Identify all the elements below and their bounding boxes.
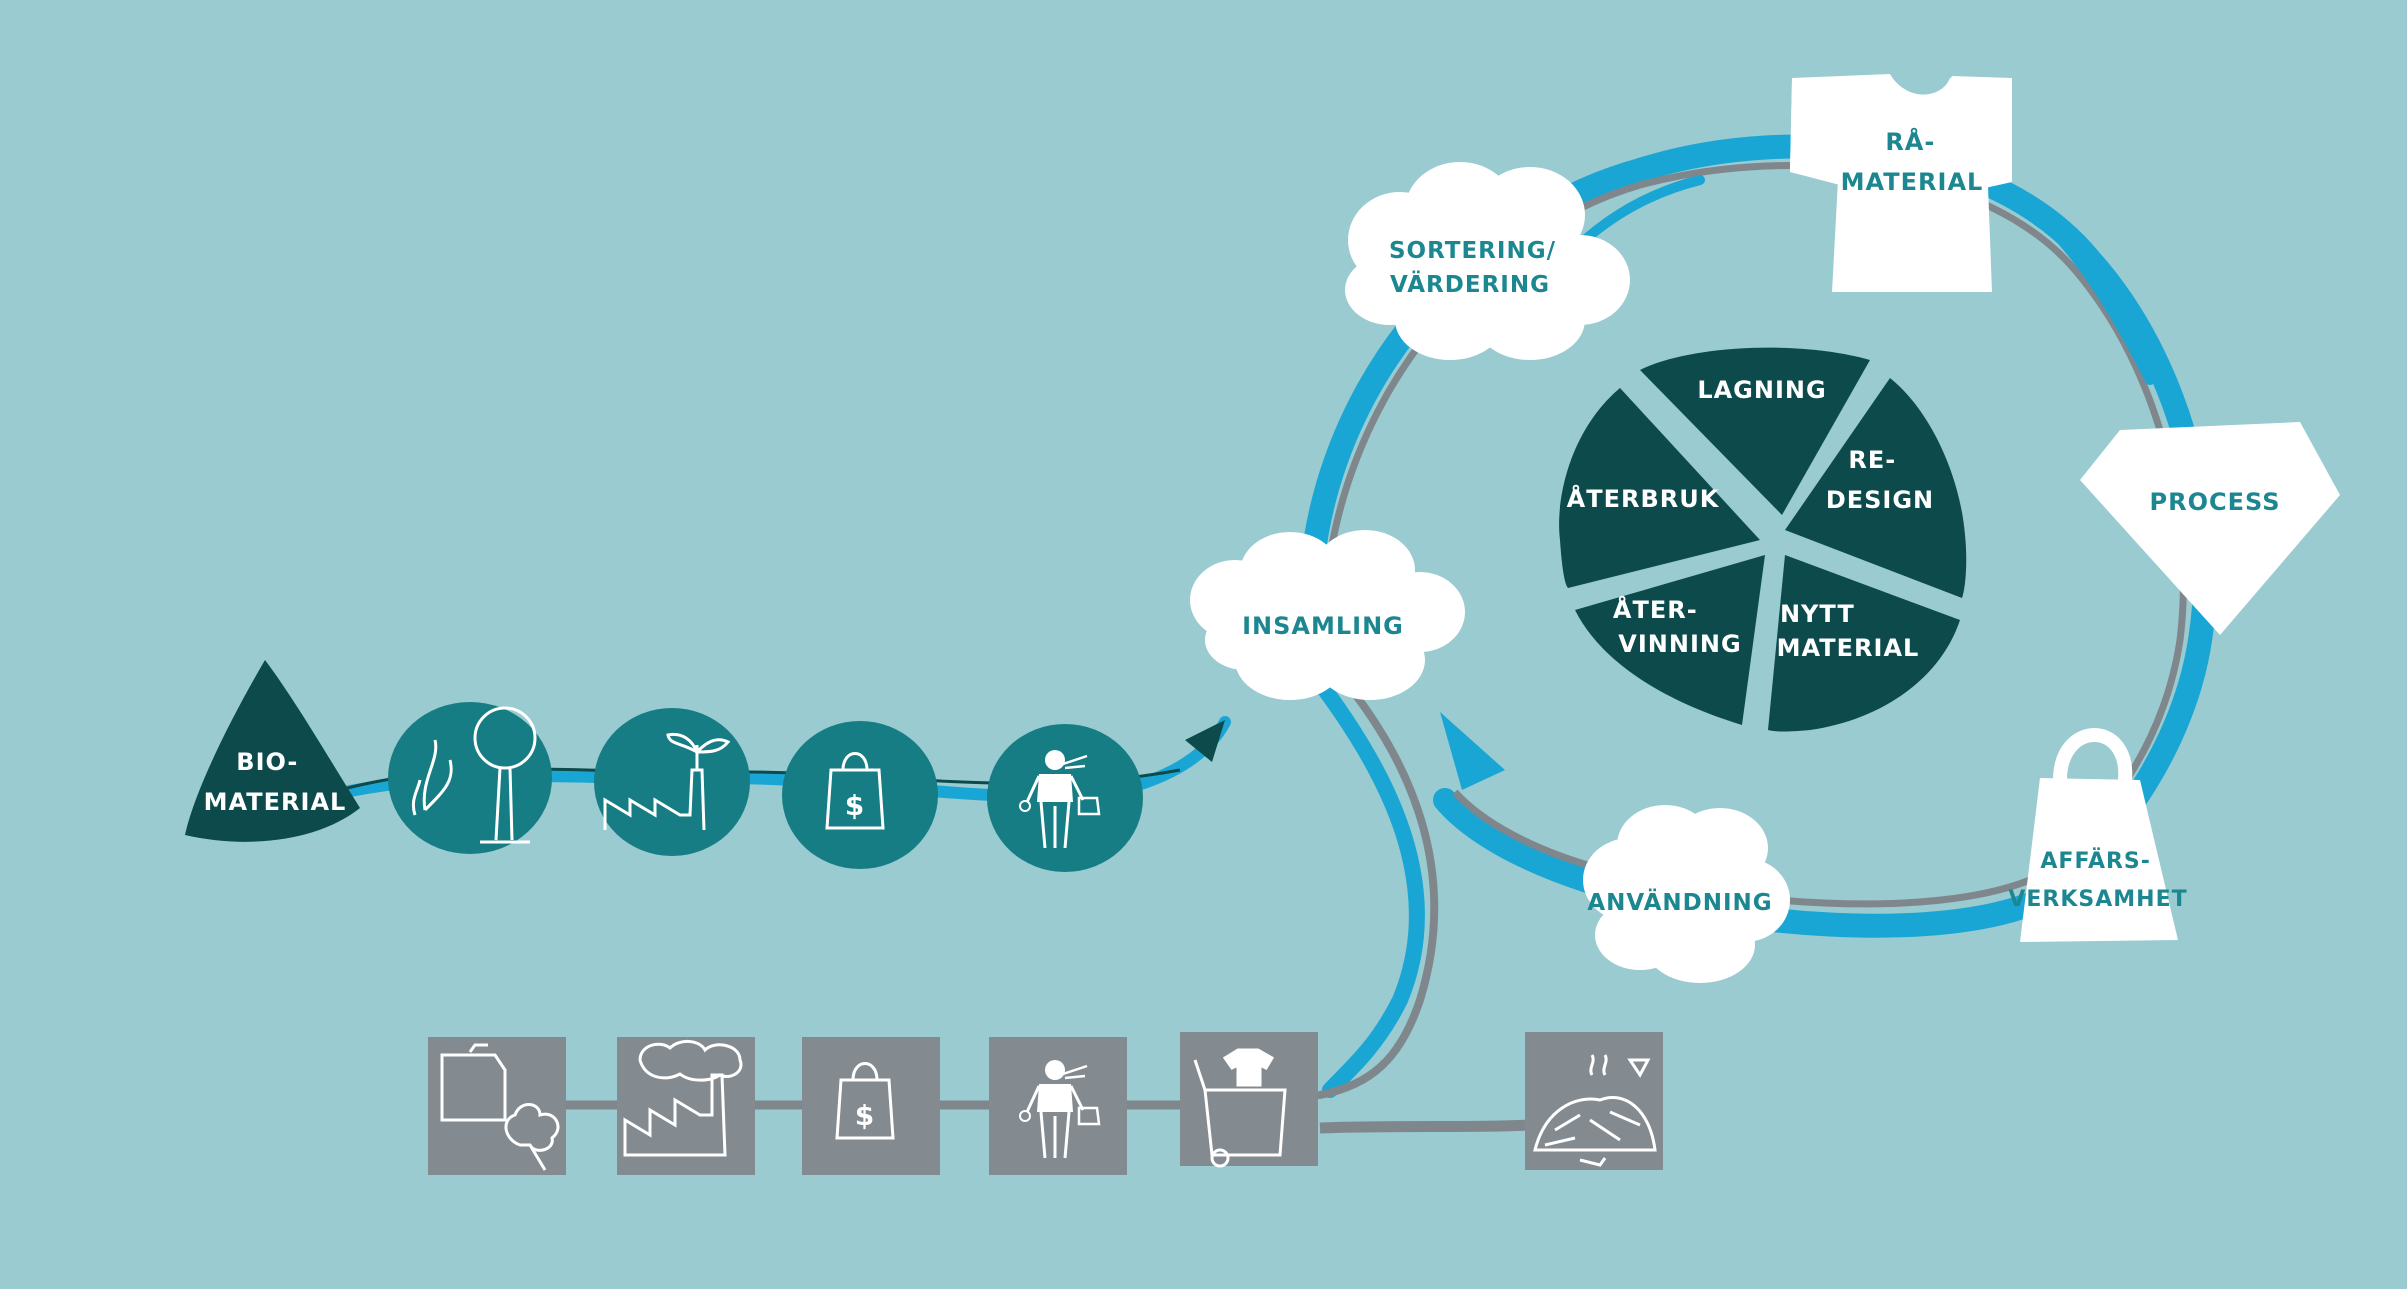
- affarsverksamhet-node: AFFÄRS- VERKSAMHET: [2008, 728, 2187, 942]
- wheel-label-atervinning-1: ÅTER-: [1613, 595, 1698, 624]
- biomaterial-node: BIO- MATERIAL: [185, 660, 360, 842]
- loop-arrow-head: [1440, 712, 1505, 790]
- biomaterial-label-1: BIO-: [236, 748, 298, 776]
- plants-trees-icon: [411, 706, 537, 844]
- wheel-segment-nytt-material: [1768, 555, 1960, 732]
- smoky-factory-icon: [623, 1040, 743, 1157]
- linear-step-shopping: $: [802, 1037, 940, 1175]
- sortering-cloud: SORTERING/ VÄRDERING: [1345, 162, 1630, 360]
- insamling-down-grey: [1316, 671, 1439, 1099]
- wheel-segment-lagning: [1640, 347, 1870, 515]
- linear-step-consumer: [989, 1037, 1127, 1175]
- insamling-label: INSAMLING: [1242, 612, 1404, 640]
- wheel-label-aterbruk: ÅTERBRUK: [1567, 484, 1720, 513]
- insamling-down-blue: [1302, 662, 1425, 1098]
- factory-sprout-icon: [603, 732, 731, 831]
- svg-text:RE- DESIGN: RE- DESIGN: [1826, 446, 1934, 514]
- wheel-label-nytt-material-2: MATERIAL: [1777, 634, 1920, 662]
- bio-arrow-head: [1185, 720, 1225, 762]
- svg-text:INSAMLING: INSAMLING: [1242, 612, 1404, 640]
- oil-can-cotton-icon: [440, 1043, 560, 1171]
- svg-text:RÅ- MATERIAL: RÅ- MATERIAL: [1841, 127, 1984, 196]
- linear-step-factory: [617, 1037, 755, 1175]
- svg-text:PROCESS: PROCESS: [2150, 488, 2281, 516]
- svg-text:SORTERING/ VÄRDERING: SORTERING/ VÄRDERING: [1389, 238, 1565, 298]
- insamling-cloud: INSAMLING: [1190, 530, 1465, 700]
- linear-step-disposal: [1180, 1032, 1318, 1168]
- anvandning-cloud: ANVÄNDNING: [1583, 805, 1790, 983]
- linear-step-landfill: [1525, 1032, 1663, 1170]
- wheel-label-nytt-material-1: NYTT: [1780, 600, 1855, 628]
- sortering-label-1: SORTERING/: [1389, 238, 1556, 264]
- bio-step-shopping: $: [782, 721, 938, 869]
- bag-dollar-sign: $: [845, 789, 865, 822]
- ramaterial-label-1: RÅ-: [1885, 127, 1935, 156]
- ramaterial-label-2: MATERIAL: [1841, 168, 1984, 196]
- wheel-segment-aterbruk: [1559, 388, 1760, 588]
- wheel-label-redesign-2: DESIGN: [1826, 486, 1934, 514]
- affarsverksamhet-label-1: AFFÄRS-: [2040, 848, 2151, 874]
- svg-text:AFFÄRS- VERKSAMHET: AFFÄRS- VERKSAMHET: [2008, 848, 2187, 912]
- wheel-label-lagning: LAGNING: [1697, 376, 1826, 404]
- affarsverksamhet-label-2: VERKSAMHET: [2008, 887, 2187, 912]
- bio-step-consumer: [987, 724, 1143, 872]
- shopping-bag-dollar-icon: $: [825, 752, 885, 830]
- wheel-label-atervinning-2: VINNING: [1618, 630, 1741, 658]
- svg-text:BIO- MATERIAL: BIO- MATERIAL: [204, 748, 347, 816]
- svg-text:LAGNING: LAGNING: [1697, 376, 1826, 404]
- trash-bin-shirt-icon: [1193, 1048, 1287, 1168]
- shopping-bag-dollar-icon: $: [835, 1062, 895, 1140]
- anvandning-label: ANVÄNDNING: [1587, 888, 1772, 916]
- svg-text:NYTT MATERIAL: NYTT MATERIAL: [1777, 600, 1920, 662]
- landfill-waste-icon: [1533, 1054, 1657, 1167]
- bag-dollar-sign: $: [855, 1099, 875, 1132]
- bio-step-plants: [388, 702, 552, 854]
- ramaterial-node: RÅ- MATERIAL: [1790, 74, 2012, 292]
- sortering-label-2: VÄRDERING: [1390, 270, 1550, 298]
- process-node: PROCESS: [2080, 422, 2340, 635]
- linear-step-raw-material: [428, 1037, 566, 1175]
- wheel-segment-atervinning: [1575, 555, 1765, 725]
- biomaterial-label-2: MATERIAL: [204, 788, 347, 816]
- process-label: PROCESS: [2150, 488, 2281, 516]
- waste-path-grey: [1319, 1119, 1531, 1134]
- wheel-segment-redesign: [1785, 378, 1967, 598]
- circular-strategies-wheel: LAGNING RE- DESIGN ÅTERBRUK ÅTER- VINNIN…: [1559, 347, 1967, 732]
- svg-text:ANVÄNDNING: ANVÄNDNING: [1587, 888, 1772, 916]
- wheel-label-redesign-1: RE-: [1848, 446, 1896, 474]
- svg-text:ÅTERBRUK: ÅTERBRUK: [1567, 484, 1720, 513]
- svg-text:ÅTER- VINNING: ÅTER- VINNING: [1613, 595, 1742, 658]
- bio-step-factory: [594, 708, 750, 856]
